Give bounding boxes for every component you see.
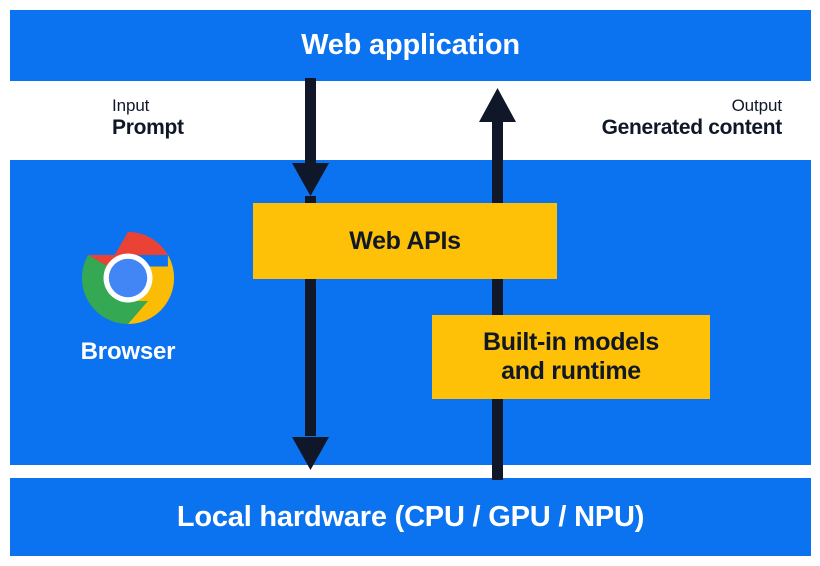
builtin-models-label: Built-in models and runtime	[483, 328, 659, 386]
browser-label: Browser	[80, 338, 176, 365]
web-apis-box[interactable]: Web APIs	[253, 203, 557, 279]
builtin-models-line1: Built-in models	[482, 328, 660, 356]
local-hardware-band: Local hardware (CPU / GPU / NPU)	[10, 478, 811, 556]
builtin-models-line2: and runtime	[501, 357, 641, 385]
local-hardware-label: Local hardware (CPU / GPU / NPU)	[176, 500, 645, 533]
builtin-models-box[interactable]: Built-in models and runtime	[432, 315, 710, 399]
output-kicker: Output	[731, 96, 783, 115]
web-apis-label: Web APIs	[349, 226, 461, 255]
output-label-group: Output Generated content	[601, 96, 783, 140]
chrome-logo-icon	[81, 231, 175, 325]
web-application-label: Web application	[301, 29, 520, 61]
browser-group: Browser	[55, 230, 201, 364]
web-application-band: Web application	[10, 10, 811, 81]
input-label-group: Input Prompt	[112, 96, 184, 140]
output-value: Generated content	[601, 116, 783, 140]
input-kicker: Input	[112, 96, 150, 115]
input-value: Prompt	[112, 116, 184, 140]
